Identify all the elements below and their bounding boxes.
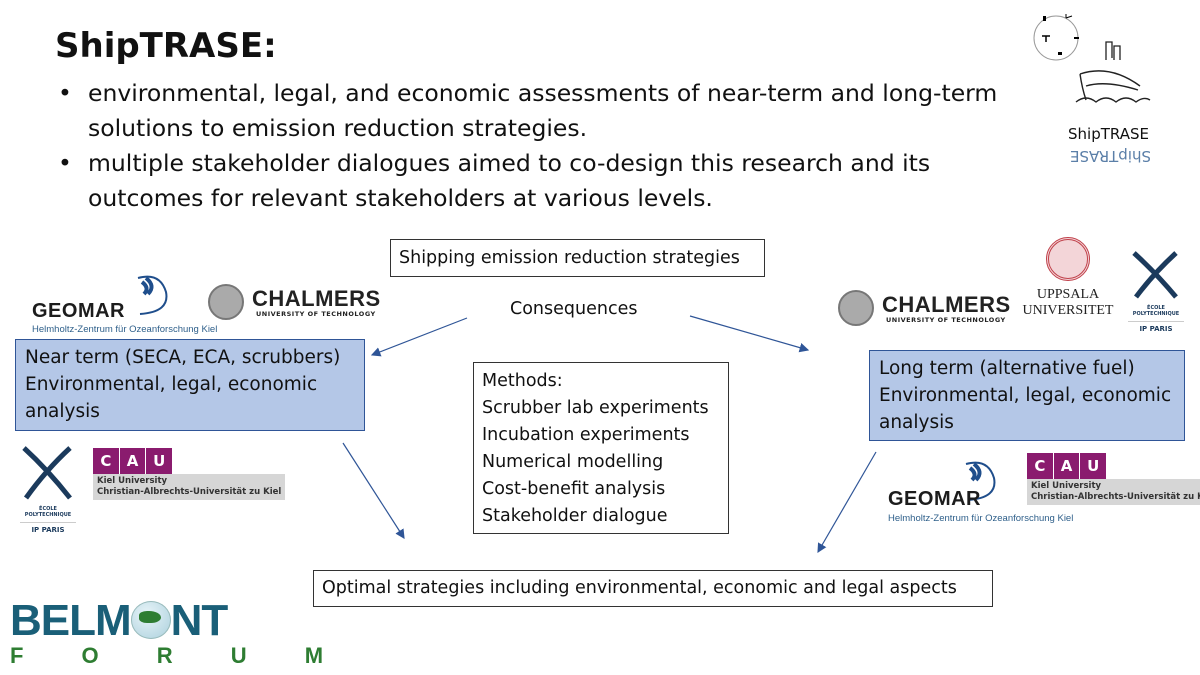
arrow-to-long-term — [689, 315, 810, 353]
chalmers-sub: UNIVERSITY OF TECHNOLOGY — [256, 310, 376, 318]
method-item: Numerical modelling — [482, 452, 664, 472]
geomar-swirl-icon — [137, 275, 168, 315]
cau-letter: C — [1027, 453, 1054, 479]
polytechnique-logo-right: ÉCOLE POLYTECHNIQUE IP PARIS — [1128, 245, 1184, 333]
cau-line1: Kiel University — [1031, 481, 1102, 491]
long-term-line3: analysis — [879, 412, 954, 433]
polytechnique-x-icon — [1132, 251, 1178, 299]
shiptrase-logo-text: ShipTRASE — [1068, 125, 1149, 143]
geomar-swirl-icon — [965, 461, 996, 501]
bullet-1-line1: environmental, legal, and economic asses… — [88, 79, 998, 107]
ip-paris-label: IP PARIS — [20, 522, 76, 534]
uppsala-seal-icon — [1046, 237, 1090, 281]
method-item: Cost-benefit analysis — [482, 479, 666, 499]
forum-text: F O R U M — [10, 643, 350, 668]
polytechnique-name: ÉCOLE POLYTECHNIQUE — [24, 506, 72, 518]
chalmers-name: CHALMERS — [882, 292, 1011, 317]
cau-letter: C — [93, 448, 120, 474]
near-term-line3: analysis — [25, 401, 100, 422]
ip-paris-label: IP PARIS — [1128, 321, 1184, 333]
uppsala-line2: UNIVERSITET — [1022, 303, 1114, 318]
polytechnique-name: ÉCOLE POLYTECHNIQUE — [1132, 305, 1180, 317]
bullet-2-line1: multiple stakeholder dialogues aimed to … — [88, 149, 931, 177]
uppsala-logo: UPPSALA UNIVERSITET — [1020, 237, 1116, 319]
ship-logo-icon — [1033, 14, 1151, 103]
arrow-long-to-optimal — [817, 451, 877, 554]
cau-letter: A — [1054, 453, 1081, 479]
arrow-near-to-optimal — [342, 442, 405, 540]
near-term-line2: Environmental, legal, economic — [25, 374, 318, 395]
cau-line2: Christian-Albrechts-Universität zu Kiel — [1031, 492, 1200, 502]
uppsala-line1: UPPSALA — [1036, 287, 1100, 302]
chalmers-seal-icon — [208, 284, 244, 320]
optimal-strategies-box: Optimal strategies including environment… — [313, 570, 993, 607]
belmont-forum-logo: BELM NT F O R U M — [10, 596, 350, 672]
chalmers-logo-right: CHALMERS UNIVERSITY OF TECHNOLOGY — [838, 290, 1018, 330]
bullet-2-line2: outcomes for relevant stakeholders at va… — [88, 184, 713, 212]
consequences-label: Consequences — [510, 299, 638, 319]
chalmers-name: CHALMERS — [252, 286, 381, 311]
long-term-box: Long term (alternative fuel) Environment… — [869, 350, 1185, 441]
methods-box: Methods: Scrubber lab experiments Incuba… — [473, 362, 729, 534]
belmont-text-b: NT — [170, 596, 229, 645]
cau-line2: Christian-Albrechts-Universität zu Kiel — [97, 487, 282, 497]
methods-heading: Methods: — [482, 371, 563, 391]
cau-line1: Kiel University — [97, 476, 168, 486]
bullet-dot: • — [58, 79, 72, 107]
polytechnique-x-icon — [22, 446, 72, 500]
chalmers-logo-left: CHALMERS UNIVERSITY OF TECHNOLOGY — [208, 284, 388, 324]
bullet-1-line2: solutions to emission reduction strategi… — [88, 114, 588, 142]
geomar-logo-right: GEOMAR Helmholtz-Zentrum für Ozeanforsch… — [888, 458, 1078, 524]
near-term-box: Near term (SECA, ECA, scrubbers) Environ… — [15, 339, 365, 431]
bullet-dot: • — [58, 149, 72, 177]
top-strategy-box: Shipping emission reduction strategies — [390, 239, 765, 277]
chalmers-sub: UNIVERSITY OF TECHNOLOGY — [886, 316, 1006, 324]
long-term-line1: Long term (alternative fuel) — [879, 358, 1135, 379]
chalmers-seal-icon — [838, 290, 874, 326]
cau-letter: U — [1080, 453, 1108, 479]
polytechnique-logo-left: ÉCOLE POLYTECHNIQUE IP PARIS — [20, 440, 76, 534]
belmont-text-a: BELM — [10, 596, 132, 645]
cau-letter: U — [146, 448, 174, 474]
slide-title: ShipTRASE: — [55, 26, 277, 66]
cau-letter: A — [120, 448, 147, 474]
arrow-to-near-term — [370, 317, 468, 357]
geomar-name: GEOMAR — [32, 300, 125, 322]
near-term-line1: Near term (SECA, ECA, scrubbers) — [25, 347, 341, 368]
geomar-sub: Helmholtz-Zentrum für Ozeanforschung Kie… — [32, 324, 218, 335]
geomar-name: GEOMAR — [888, 488, 981, 510]
method-item: Scrubber lab experiments — [482, 398, 709, 418]
geomar-logo-left: GEOMAR Helmholtz-Zentrum für Ozeanforsch… — [30, 272, 220, 335]
long-term-line2: Environmental, legal, economic — [879, 385, 1172, 406]
method-item: Stakeholder dialogue — [482, 506, 668, 526]
method-item: Incubation experiments — [482, 425, 690, 445]
globe-icon — [130, 601, 171, 639]
geomar-sub: Helmholtz-Zentrum für Ozeanforschung Kie… — [888, 513, 1074, 524]
